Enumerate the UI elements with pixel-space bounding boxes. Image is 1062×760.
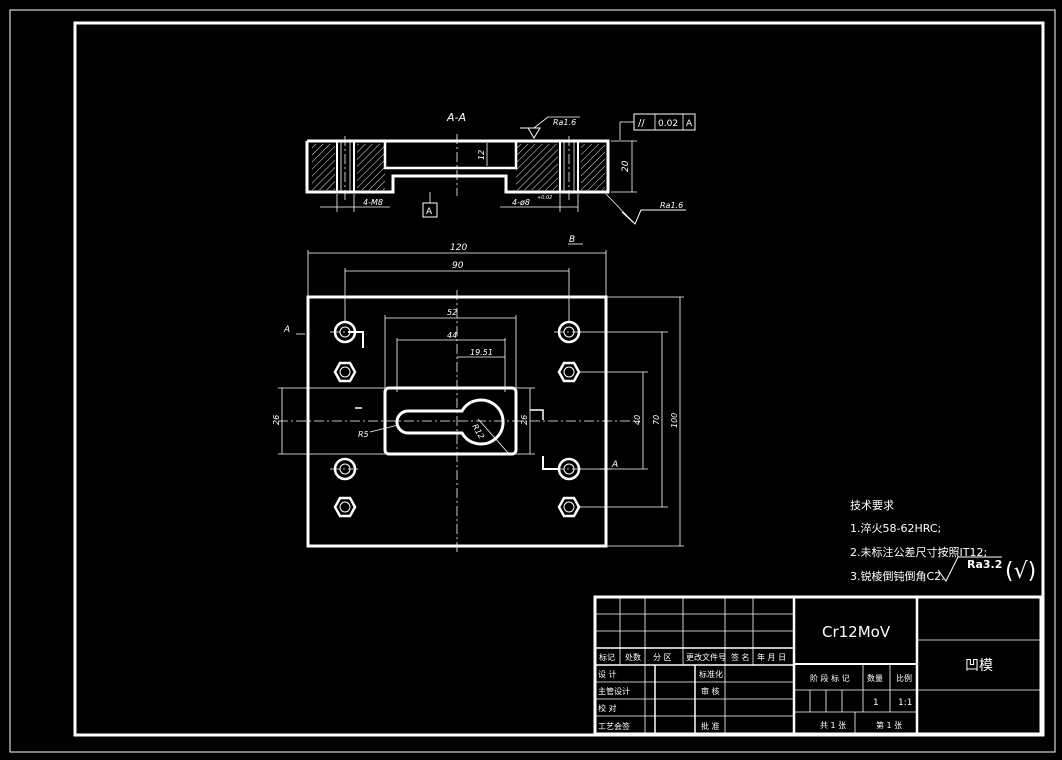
section-datum: A <box>426 207 433 217</box>
hatch-region <box>516 144 558 190</box>
hole <box>557 457 581 481</box>
hole <box>333 361 357 383</box>
dim-height: 20 <box>621 160 631 172</box>
outer-border <box>9 9 1056 753</box>
section-title: A-A <box>446 111 466 124</box>
dim-44: 44 <box>447 331 457 340</box>
tb-header: 签 名 <box>731 652 750 662</box>
dim-hole-tol: +0.02 <box>537 195 552 201</box>
dim-m8: 4-M8 <box>363 198 383 207</box>
note-item: 1.淬火58-62HRC; <box>850 521 941 535</box>
tb-header: 更改文件号 <box>686 652 726 662</box>
material: Cr12MoV <box>822 623 891 641</box>
scale-value: 1:1 <box>898 698 912 708</box>
dim-40: 40 <box>633 415 642 425</box>
dim-70: 70 <box>652 415 661 425</box>
tb-row-label: 主管设计 <box>598 686 630 696</box>
tb-header: 处数 <box>625 652 641 662</box>
tb-row-label: 校 对 <box>598 703 617 713</box>
tb-mid-label: 标准化 <box>699 669 723 679</box>
hole <box>557 361 581 383</box>
die-opening <box>395 398 505 446</box>
hatch-region <box>581 144 605 190</box>
sheets-total: 共 1 张 <box>820 721 846 730</box>
r5-label: R5 <box>358 430 369 439</box>
plan-view: 120 90 B 52 44 19.51 R5 R12 <box>272 235 684 552</box>
hole-grid <box>333 320 581 518</box>
technical-notes: 技术要求 1.淬火58-62HRC; 2.未标注公差尺寸按照IT12; 3.锐棱… <box>850 499 1036 584</box>
weight-label: 数量 <box>867 673 883 683</box>
note-item: 2.未标注公差尺寸按照IT12; <box>850 545 987 559</box>
dim-90: 90 <box>452 261 464 271</box>
scale-label: 比例 <box>896 673 912 683</box>
hole <box>333 457 357 481</box>
roughness-general: Ra3.2 <box>967 558 1002 571</box>
tb-header: 年 月 日 <box>757 652 786 662</box>
tb-header: 标记 <box>599 652 615 662</box>
stage-label: 阶 段 标 记 <box>810 673 850 683</box>
tolerance-symbol: // <box>638 118 645 129</box>
dim-100: 100 <box>670 413 679 428</box>
roughness-side: Ra1.6 <box>660 201 683 210</box>
dim-19: 19.51 <box>470 348 493 357</box>
hole <box>557 496 581 518</box>
dim-120: 120 <box>450 243 467 253</box>
tb-row-label: 设 计 <box>598 669 617 679</box>
hatch-region <box>357 144 385 190</box>
sheet-number: 第 1 张 <box>876 720 902 730</box>
part-name: 凹模 <box>965 658 993 674</box>
note-item: 3.锐棱倒钝倒角C2. <box>850 569 945 583</box>
notes-heading: 技术要求 <box>850 499 894 512</box>
roughness-top: Ra1.6 <box>553 118 576 127</box>
hole <box>557 320 581 344</box>
quantity-value: 1 <box>873 698 879 708</box>
dim-26-right: 26 <box>520 415 529 425</box>
tolerance-value: 0.02 <box>658 119 678 129</box>
tb-header: 分 区 <box>653 653 672 662</box>
dim-hole: 4-ø8 <box>512 198 530 207</box>
dim-depth: 12 <box>477 150 486 160</box>
dim-26-left: 26 <box>272 415 281 425</box>
roughness-bracket: (√) <box>1005 559 1036 584</box>
title-block: 标记 处数 分 区 更改文件号 签 名 年 月 日 设 计 主管设计 校 对 工… <box>593 595 1043 736</box>
section-view: A-A 12 20 Ra1.6 <box>305 111 696 225</box>
hole <box>333 496 357 518</box>
section-b-label: B <box>569 235 575 245</box>
tb-mid-label: 审 核 <box>701 686 720 696</box>
hole <box>333 320 357 344</box>
inner-border <box>73 21 1045 737</box>
tolerance-datum: A <box>686 119 693 129</box>
section-a-right: A <box>611 460 618 470</box>
tb-mid-label: 批 准 <box>701 721 720 731</box>
hatch-region <box>312 144 335 190</box>
tb-row-label: 工艺会签 <box>598 721 630 731</box>
pocket <box>383 386 518 456</box>
section-a-left: A <box>283 325 290 335</box>
dim-52: 52 <box>447 308 457 317</box>
